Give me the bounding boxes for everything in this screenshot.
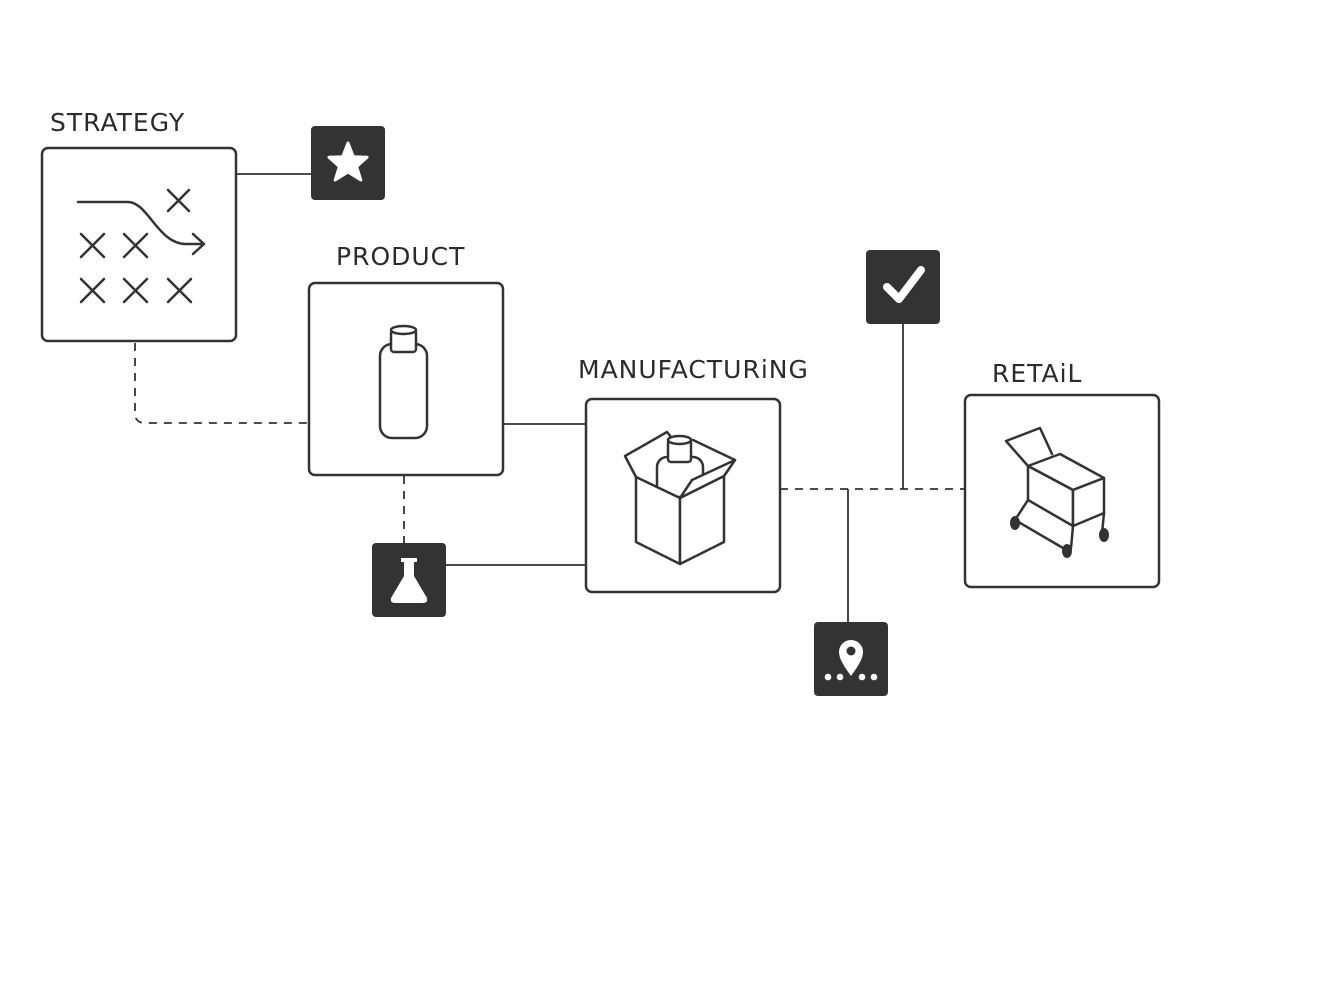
shopping-cart-icon	[1004, 426, 1109, 558]
stage-label-product: PRODUCT	[336, 242, 465, 271]
badge-star	[311, 126, 385, 200]
strategy-play-icon	[76, 188, 206, 304]
checkmark-icon	[883, 266, 925, 303]
connectors	[134, 173, 965, 623]
star-icon	[327, 141, 369, 182]
stage-box-product	[307, 281, 505, 477]
stage-box-strategy	[40, 146, 238, 343]
map-pin-icon	[824, 640, 878, 681]
connector-strategy-product	[134, 343, 309, 424]
badge-location	[814, 622, 888, 696]
stage-box-manufacturing	[584, 397, 782, 594]
stage-label-retail: RETAiL	[992, 359, 1082, 388]
badge-flask	[372, 543, 446, 617]
box-with-bottle-icon	[623, 430, 737, 566]
badge-check	[866, 250, 940, 324]
stage-box-retail	[963, 393, 1161, 589]
stage-label-manufacturing: MANUFACTURiNG	[578, 355, 809, 384]
bottle-icon	[378, 324, 429, 440]
stage-label-strategy: STRATEGY	[50, 108, 185, 137]
flask-icon	[390, 558, 428, 603]
